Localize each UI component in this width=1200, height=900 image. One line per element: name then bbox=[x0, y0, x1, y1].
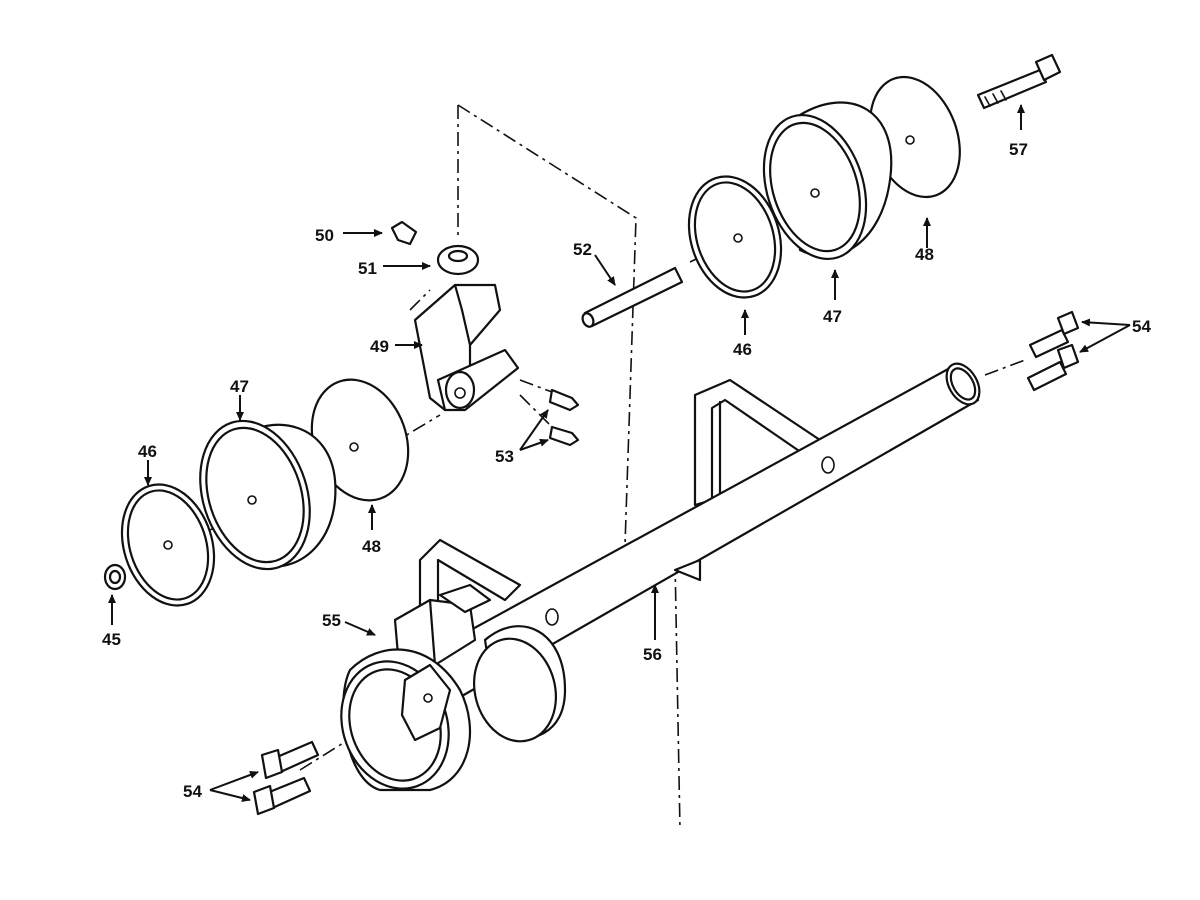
wheel-47-right bbox=[762, 101, 893, 261]
callout-54-right: 54 bbox=[1132, 317, 1151, 336]
wheel-bracket-49 bbox=[413, 283, 520, 412]
callout-53: 53 bbox=[495, 447, 514, 466]
wheel-47-left bbox=[199, 419, 337, 571]
callout-51: 51 bbox=[358, 259, 377, 278]
callout-52: 52 bbox=[573, 240, 592, 259]
screws-53 bbox=[548, 388, 580, 447]
retaining-ring-46-right bbox=[687, 175, 783, 299]
wheel-front-lower bbox=[340, 648, 472, 792]
screw-50 bbox=[390, 220, 418, 246]
callout-55: 55 bbox=[322, 611, 341, 630]
callout-54-left: 54 bbox=[183, 782, 202, 801]
callout-46-right: 46 bbox=[733, 340, 752, 359]
callout-49: 49 bbox=[370, 337, 389, 356]
retaining-ring-46-left bbox=[120, 483, 216, 607]
callout-48-right: 48 bbox=[915, 245, 934, 264]
callout-labels: 57 48 47 46 52 54 56 50 51 49 53 47 46 4… bbox=[102, 140, 1151, 801]
axle-pin-52 bbox=[581, 266, 684, 328]
bolt-57 bbox=[976, 53, 1062, 110]
callout-48-left: 48 bbox=[362, 537, 381, 556]
callout-56: 56 bbox=[643, 645, 662, 664]
callout-50: 50 bbox=[315, 226, 334, 245]
washer-51 bbox=[436, 244, 480, 276]
bearing-housing-55 bbox=[393, 583, 492, 667]
callout-47-right: 47 bbox=[823, 307, 842, 326]
callout-47-left: 47 bbox=[230, 377, 249, 396]
callout-57: 57 bbox=[1009, 140, 1028, 159]
bolts-54-right bbox=[1026, 310, 1080, 392]
bolts-54-left bbox=[252, 740, 320, 816]
leader-arrows bbox=[108, 104, 1131, 802]
callout-46-left: 46 bbox=[138, 442, 157, 461]
callout-45: 45 bbox=[102, 630, 121, 649]
wheel-rear-lower bbox=[472, 625, 567, 743]
nut-45 bbox=[103, 563, 127, 591]
